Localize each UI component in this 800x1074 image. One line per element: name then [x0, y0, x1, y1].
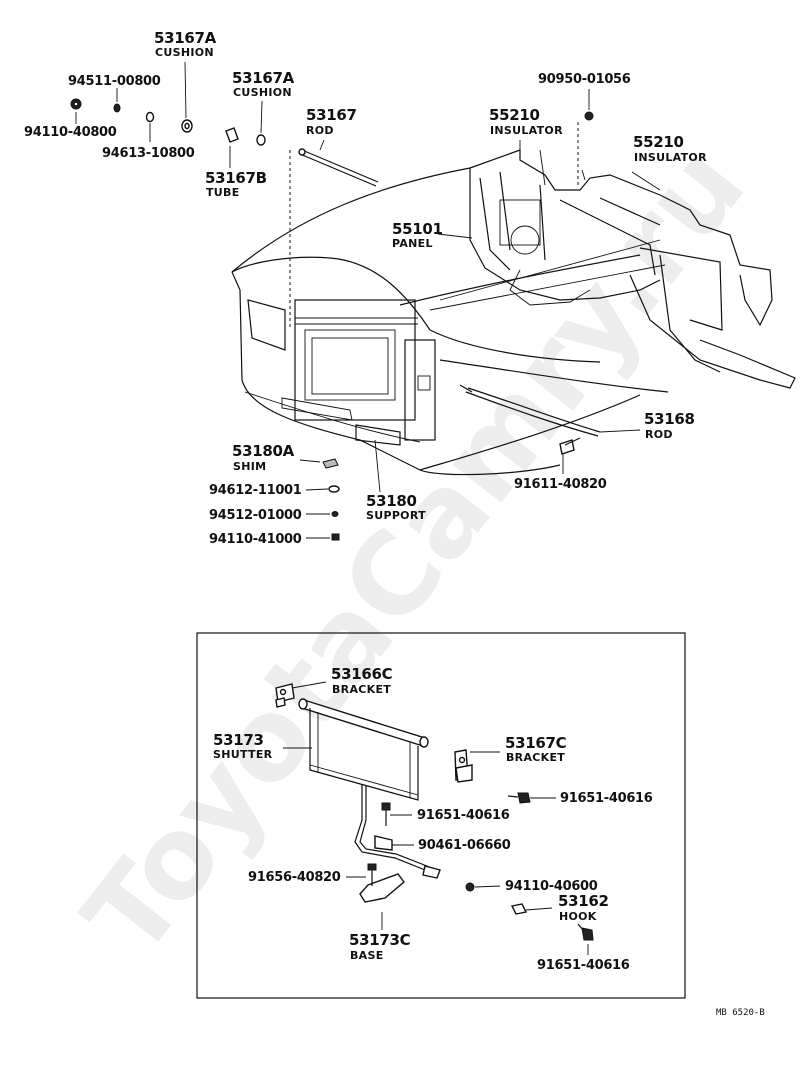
- label-53166c-name: BRACKET: [332, 683, 392, 696]
- label-55101-name: PANEL: [392, 237, 433, 250]
- label-53166c-number: 53166C: [331, 665, 393, 683]
- inset-leaders: [283, 681, 589, 955]
- label-53168-number: 53168: [644, 410, 695, 428]
- label-94613-10800: 94613-10800: [102, 146, 195, 161]
- label-53167c-name: BRACKET: [506, 751, 566, 764]
- shutter-assembly: [275, 683, 594, 941]
- label-53162-name: HOOK: [559, 910, 597, 923]
- label-55210-2-number: 55210: [633, 133, 684, 151]
- label-53180-number: 53180: [366, 492, 417, 510]
- label-53167a-2-name: CUSHION: [233, 86, 292, 99]
- label-94110-41000: 94110-41000: [209, 532, 302, 547]
- label-55210-1-number: 55210: [489, 106, 540, 124]
- label-94512-01000: 94512-01000: [209, 508, 302, 523]
- upper-hardware: [70, 98, 594, 541]
- label-53167a-1-number: 53167A: [154, 29, 216, 47]
- label-94612-11001: 94612-11001: [209, 483, 302, 498]
- label-91651-40616-c: 91651-40616: [537, 958, 630, 973]
- label-55101-number: 55101: [392, 220, 443, 238]
- label-53167a-1-name: CUSHION: [155, 46, 214, 59]
- label-53168-name: ROD: [645, 428, 673, 441]
- label-53167c-number: 53167C: [505, 734, 567, 752]
- hood-rods: [298, 148, 601, 437]
- front-body-outline: [231, 167, 669, 476]
- label-55210-2-name: INSULATOR: [634, 151, 707, 164]
- label-94110-40800: 94110-40800: [24, 125, 117, 140]
- label-53173-name: SHUTTER: [213, 748, 273, 761]
- label-53167b-name: TUBE: [206, 186, 240, 199]
- drawing-code: MB 6520-B: [716, 1008, 765, 1018]
- label-94511-00800: 94511-00800: [68, 74, 161, 89]
- label-91611-40820: 91611-40820: [514, 477, 607, 492]
- label-53180-name: SUPPORT: [366, 509, 426, 522]
- label-55210-1-name: INSULATOR: [490, 124, 563, 137]
- label-91651-40616-a: 91651-40616: [417, 808, 510, 823]
- label-53167b-number: 53167B: [205, 169, 267, 187]
- label-91656-40820: 91656-40820: [248, 870, 341, 885]
- upper-leaders: [75, 61, 661, 539]
- label-91651-40616-b: 91651-40616: [560, 791, 653, 806]
- label-53173c-name: BASE: [350, 949, 384, 962]
- label-53162-number: 53162: [558, 892, 609, 910]
- label-53167-number: 53167: [306, 106, 357, 124]
- label-53180a-number: 53180A: [232, 442, 294, 460]
- radiator-support-panel: [429, 149, 796, 389]
- inset-box: [196, 632, 686, 999]
- label-94110-40600: 94110-40600: [505, 879, 598, 894]
- label-90950-01056: 90950-01056: [538, 72, 631, 87]
- label-53173c-number: 53173C: [349, 931, 411, 949]
- label-53167-name: ROD: [306, 124, 334, 137]
- label-90461-06660: 90461-06660: [418, 838, 511, 853]
- label-53167a-2-number: 53167A: [232, 69, 294, 87]
- label-53180a-name: SHIM: [233, 460, 267, 473]
- label-53173-number: 53173: [213, 731, 264, 749]
